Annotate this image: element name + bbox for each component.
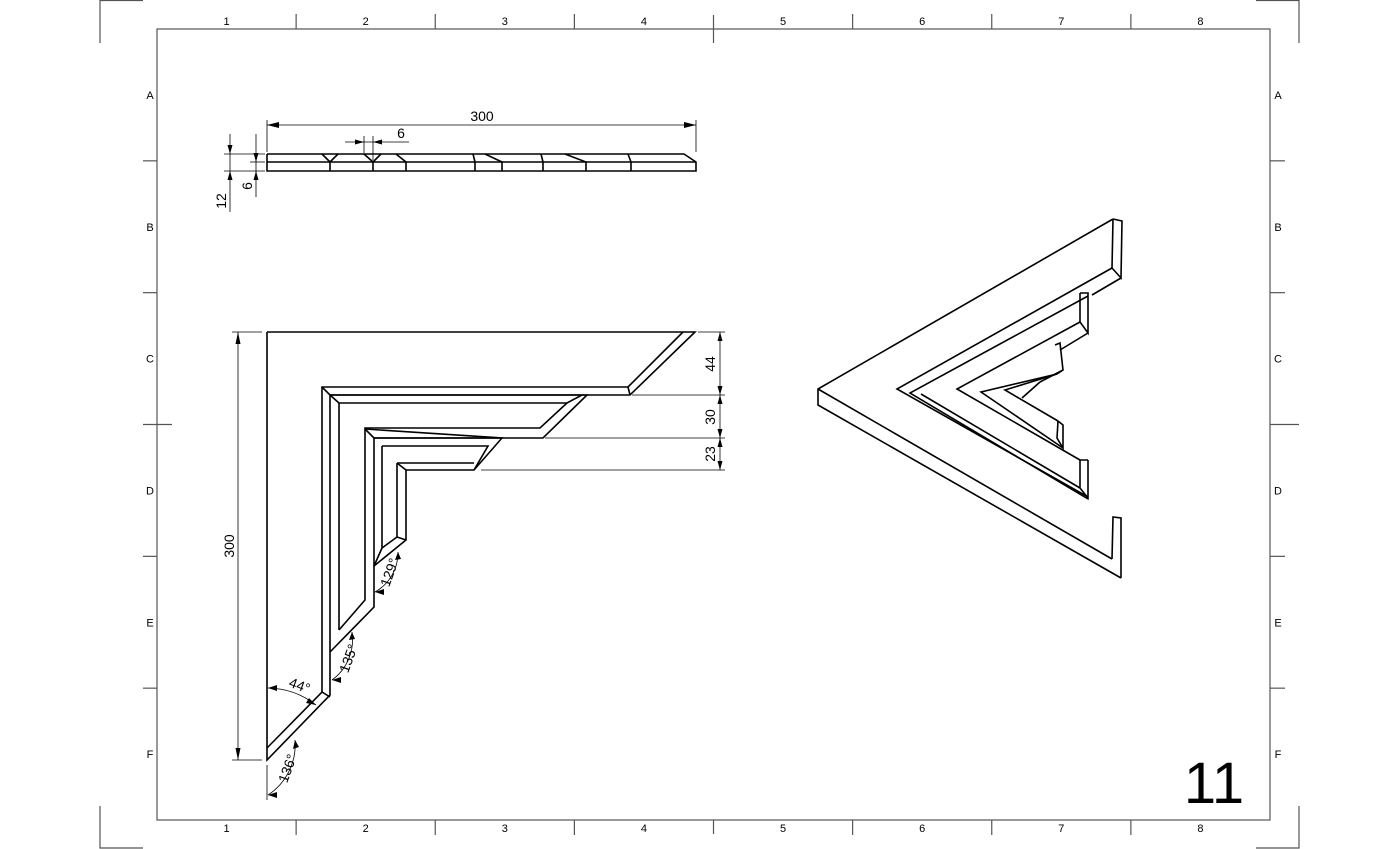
row-label: E xyxy=(146,617,153,629)
angle-label-44: 44° xyxy=(287,674,312,696)
front-step-dim-2: 30 xyxy=(702,409,718,425)
side-step-dim: 6 xyxy=(239,182,255,190)
angle-label-135: 135° xyxy=(336,642,361,675)
column-label: 3 xyxy=(502,823,508,835)
row-label: E xyxy=(1274,617,1281,629)
front-view: 300 44 30 23 44° 136° 135° 129° xyxy=(221,331,725,800)
column-label: 1 xyxy=(224,823,230,835)
column-label: 7 xyxy=(1058,16,1064,28)
row-label: C xyxy=(1274,354,1282,366)
angle-label-136: 136° xyxy=(275,752,300,785)
column-label: 4 xyxy=(641,823,647,835)
column-label: 1 xyxy=(224,16,230,28)
front-view-arrows xyxy=(235,332,723,798)
column-label: 2 xyxy=(363,16,369,28)
row-label: B xyxy=(146,222,153,234)
side-groove-dim: 6 xyxy=(397,125,405,141)
isometric-view xyxy=(817,218,1123,579)
side-view-outline xyxy=(266,153,697,172)
front-step-dim-1: 44 xyxy=(702,356,718,372)
row-label: A xyxy=(146,90,154,102)
sheet-number: 11 xyxy=(1184,751,1244,816)
row-label: C xyxy=(146,354,154,366)
side-length-dim: 300 xyxy=(470,108,494,124)
front-height-dim: 300 xyxy=(221,534,237,558)
column-label: 8 xyxy=(1197,16,1203,28)
row-label: B xyxy=(1274,222,1281,234)
row-label: D xyxy=(1274,485,1282,497)
column-label: 8 xyxy=(1197,823,1203,835)
column-label: 5 xyxy=(780,16,786,28)
side-view-arrows xyxy=(227,122,696,180)
front-step-dim-3: 23 xyxy=(702,446,718,462)
side-view-dimensions xyxy=(224,120,697,212)
row-label: D xyxy=(146,485,154,497)
column-label: 4 xyxy=(641,16,647,28)
row-label: F xyxy=(1275,749,1282,761)
column-label: 6 xyxy=(919,823,925,835)
front-view-outline xyxy=(266,331,697,762)
trim-marks xyxy=(99,0,1300,849)
column-label: 3 xyxy=(502,16,508,28)
zone-ticks xyxy=(143,14,1299,835)
side-height-dim: 12 xyxy=(213,193,229,209)
column-label: 5 xyxy=(780,823,786,835)
row-label: F xyxy=(147,749,154,761)
column-label: 2 xyxy=(363,823,369,835)
column-label: 6 xyxy=(919,16,925,28)
column-label: 7 xyxy=(1058,823,1064,835)
side-view: 300 6 12 6 xyxy=(213,108,697,212)
row-label: A xyxy=(1274,90,1282,102)
